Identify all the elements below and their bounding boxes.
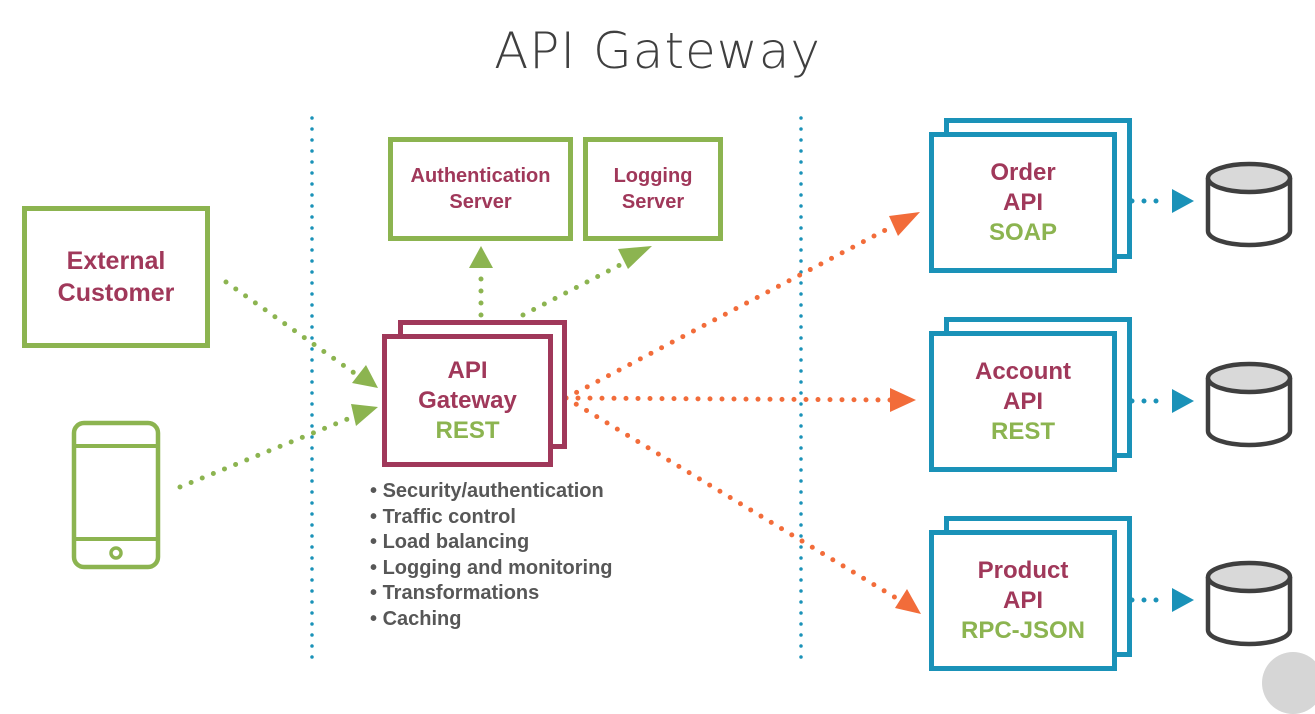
product-api-suffix: API	[1002, 586, 1043, 614]
account-to-db-arrow	[1117, 389, 1194, 413]
account-api-box: Account API REST	[929, 331, 1117, 472]
list-item: Transformations	[370, 581, 613, 607]
database-icon	[1205, 560, 1293, 647]
gateway-to-logging-arrow	[520, 246, 652, 318]
database-icon	[1205, 361, 1293, 448]
gateway-to-account-arrow	[563, 388, 916, 412]
database-icon	[1205, 161, 1293, 248]
logging-server-label-line1: Logging	[613, 165, 693, 187]
auth-server-label-line1: Authentication	[410, 165, 551, 187]
corner-watermark-icon	[1262, 652, 1315, 714]
api-gateway-box: API Gateway REST	[382, 334, 553, 467]
account-api-suffix: API	[1002, 387, 1043, 415]
external-customer-label-line2: Customer	[57, 279, 175, 307]
list-item: Load balancing	[370, 530, 613, 556]
order-api-protocol: SOAP	[988, 218, 1057, 246]
order-api-suffix: API	[1002, 188, 1043, 216]
list-item: Security/authentication	[370, 479, 613, 505]
list-item: Logging and monitoring	[370, 556, 613, 582]
diagram-title: API Gateway	[494, 22, 821, 80]
connections-layer	[71, 116, 1293, 664]
gateway-label-line1: API	[447, 356, 488, 384]
gateway-to-order-arrow	[563, 212, 920, 401]
auth-server-label-line2: Server	[449, 191, 512, 213]
order-api-box: Order API SOAP	[929, 132, 1117, 273]
authentication-server-box: Authentication Server	[388, 137, 573, 241]
customer-to-gateway-arrow	[223, 279, 378, 388]
account-api-name: Account	[975, 357, 1071, 385]
list-item: Caching	[370, 607, 613, 633]
product-api-box: Product API RPC-JSON	[929, 530, 1117, 671]
gateway-protocol: REST	[435, 416, 500, 444]
gateway-label-line2: Gateway	[418, 386, 517, 414]
account-api-protocol: REST	[990, 417, 1055, 445]
order-api-name: Order	[990, 158, 1056, 186]
list-item: Traffic control	[370, 505, 613, 531]
diagram-canvas: API Gateway External Customer Authentica…	[0, 0, 1315, 676]
logging-server-label-line2: Server	[621, 191, 685, 213]
product-api-name: Product	[977, 556, 1069, 584]
product-to-db-arrow	[1117, 588, 1194, 612]
external-customer-label-line1: External	[66, 247, 166, 275]
gateway-feature-list: Security/authentication Traffic control …	[370, 479, 613, 632]
gateway-to-auth-arrow	[469, 246, 493, 318]
external-customer-box: External Customer	[22, 206, 210, 348]
order-to-db-arrow	[1117, 189, 1194, 213]
gateway-to-product-arrow	[563, 395, 921, 614]
product-api-protocol: RPC-JSON	[960, 616, 1086, 644]
smartphone-icon	[71, 420, 161, 570]
logging-server-box: Logging Server	[583, 137, 723, 241]
mobile-to-gateway-arrow	[177, 404, 378, 490]
